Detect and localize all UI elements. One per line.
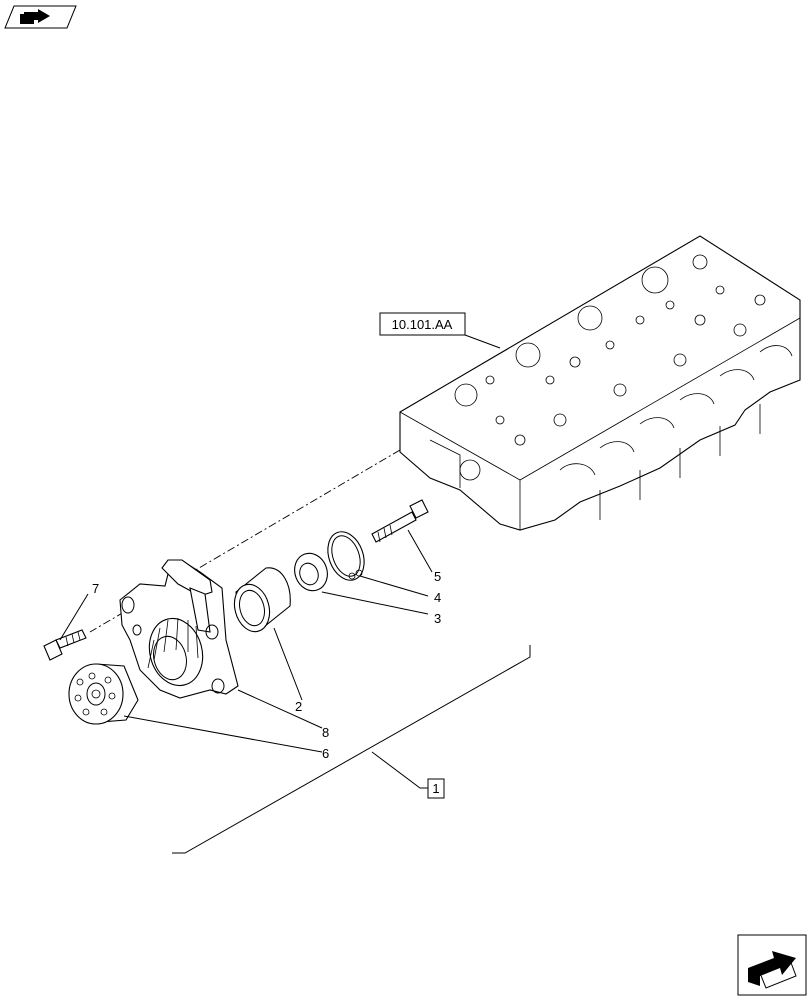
- callout-5: 5: [434, 569, 441, 584]
- callout-4: 4: [434, 590, 441, 605]
- retaining-ring-part-4: [327, 531, 365, 581]
- assembly-arrow-icon[interactable]: [4, 5, 77, 29]
- reference-callout[interactable]: 10.101.AA: [379, 312, 466, 336]
- seal-part-3: [294, 552, 328, 592]
- reference-label: 10.101.AA: [392, 317, 453, 332]
- pump-housing-part-8: [119, 559, 239, 699]
- cylinder-head: [399, 235, 801, 531]
- callout-2: 2: [295, 699, 302, 714]
- bearing-part-2: [233, 567, 291, 633]
- bolt-part-5: [371, 499, 429, 543]
- callout-7: 7: [92, 581, 99, 596]
- pulley-part-6: [68, 663, 139, 725]
- group-bracket: [172, 645, 531, 854]
- next-page-arrow-icon[interactable]: [737, 934, 807, 996]
- bolt-part-7: [43, 629, 87, 661]
- callout-3: 3: [434, 611, 441, 626]
- leader-lines: [59, 334, 501, 789]
- callout-8: 8: [322, 725, 329, 740]
- group-callout[interactable]: 1: [427, 778, 445, 799]
- callout-6: 6: [322, 746, 329, 761]
- group-label: 1: [432, 781, 439, 796]
